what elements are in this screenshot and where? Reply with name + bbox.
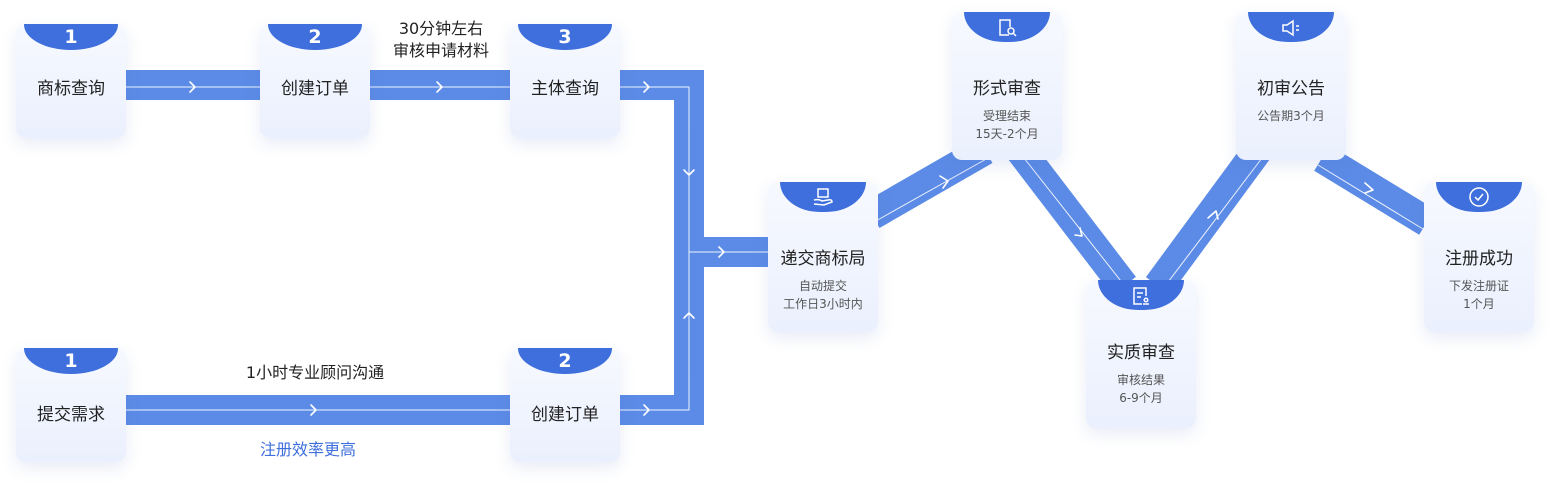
document-stamp-icon <box>1133 287 1149 305</box>
stage-title: 实质审查 <box>1107 343 1175 363</box>
stage-detail-2: 6-9个月 <box>1119 391 1163 405</box>
stage-detail-1: 公告期3个月 <box>1257 109 1325 123</box>
step-card-submit-request: 1 提交需求 <box>16 348 126 462</box>
arrow-icon <box>939 175 949 189</box>
review-time-note: 30分钟左右 审核申请材料 <box>370 18 512 62</box>
stage-icon-badge <box>1248 12 1334 42</box>
stage-card-registration-success: 注册成功 下发注册证 1个月 <box>1424 182 1534 332</box>
stage-detail-2: 15天-2个月 <box>975 127 1039 141</box>
step-label: 创建订单 <box>281 79 349 99</box>
stage-detail-1: 下发注册证 <box>1448 279 1509 293</box>
check-circle-icon <box>1469 187 1489 207</box>
stage-icon-badge <box>780 182 866 212</box>
step-label: 创建订单 <box>531 405 599 425</box>
arrow-icon <box>436 81 443 93</box>
stage-title: 注册成功 <box>1445 249 1513 269</box>
step-label: 提交需求 <box>37 405 105 425</box>
efficiency-note: 注册效率更高 <box>260 440 357 459</box>
arrow-icon <box>643 81 650 93</box>
stage-card-substantive-review: 实质审查 审核结果 6-9个月 <box>1086 280 1196 428</box>
arrow-icon <box>1364 182 1374 194</box>
stage-title: 初审公告 <box>1257 79 1325 99</box>
step-label: 商标查询 <box>37 79 105 99</box>
step-card-subject-query: 3 主体查询 <box>510 24 620 138</box>
stage-icon-badge <box>964 12 1050 42</box>
stage-detail-1: 受理结束 <box>982 109 1031 123</box>
band-announce-to-success <box>1314 145 1435 235</box>
review-time-line2: 审核申请材料 <box>392 41 489 60</box>
step-card-create-order: 2 创建订单 <box>260 24 370 138</box>
arrow-icon <box>1074 227 1083 237</box>
step-card-create-order-bottom: 2 创建订单 <box>510 348 620 462</box>
review-time-line1: 30分钟左右 <box>398 19 484 38</box>
stage-icon-badge <box>1098 280 1184 310</box>
megaphone-icon <box>1282 19 1299 37</box>
stage-icon-badge <box>1436 182 1522 212</box>
consult-note: 1小时专业顾问沟通 <box>245 363 385 382</box>
stage-title: 形式审查 <box>973 79 1041 99</box>
stage-card-submit-office: 递交商标局 自动提交 工作日3小时内 <box>768 182 878 332</box>
band-submit-to-formal <box>864 136 993 229</box>
stage-detail-2: 工作日3小时内 <box>783 297 863 311</box>
arrow-icon <box>683 169 695 176</box>
stage-detail-1: 自动提交 <box>798 279 847 293</box>
stage-detail-2: 1个月 <box>1463 297 1495 311</box>
step-number-badge: 1 <box>24 348 118 374</box>
arrow-icon <box>683 312 695 319</box>
arrow-icon <box>1207 210 1219 220</box>
step-number-badge: 3 <box>518 24 612 50</box>
step-number-badge: 1 <box>24 24 118 50</box>
arrow-icon <box>718 246 725 258</box>
hand-document-icon <box>813 188 833 206</box>
step-number-badge: 2 <box>518 348 612 374</box>
step-number-badge: 2 <box>268 24 362 50</box>
arrow-icon <box>310 404 317 416</box>
stage-detail-1: 审核结果 <box>1116 373 1165 387</box>
step-card-trademark-query: 1 商标查询 <box>16 24 126 138</box>
arrow-icon <box>643 404 650 416</box>
stage-card-formal-review: 形式审查 受理结束 15天-2个月 <box>952 12 1062 160</box>
arrow-icon <box>189 81 196 93</box>
stage-card-announcement: 初审公告 公告期3个月 <box>1236 12 1346 160</box>
step-label: 主体查询 <box>531 79 599 99</box>
stage-title: 递交商标局 <box>780 249 866 269</box>
document-search-icon <box>999 19 1017 37</box>
